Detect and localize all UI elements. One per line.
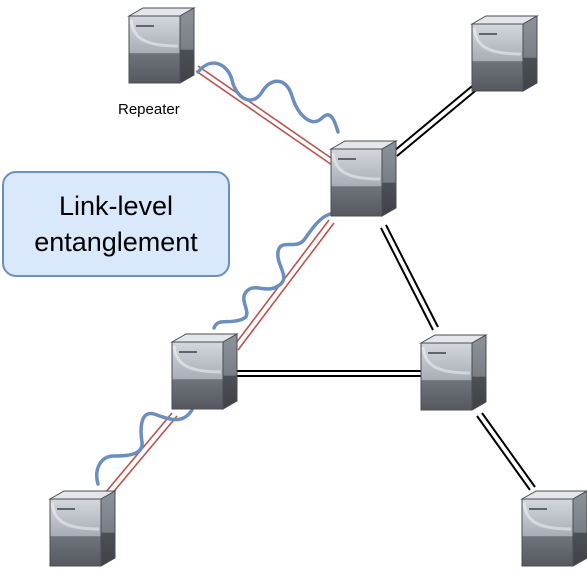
- quantum-link-center-midleft: [232, 219, 335, 351]
- server-icon: [419, 333, 488, 412]
- quantum-link-repeater-center: [195, 65, 335, 166]
- node-center[interactable]: [329, 139, 398, 218]
- server-icon: [127, 6, 196, 85]
- wave-repeater-center: [196, 61, 340, 134]
- callout-line-1: Link-level: [58, 191, 174, 221]
- classical-link-midleft-midright: [236, 370, 421, 377]
- node-mid-left[interactable]: [170, 332, 239, 411]
- entanglement-waves: [95, 61, 340, 486]
- server-icon: [170, 332, 239, 411]
- server-icon: [329, 139, 398, 218]
- repeater-top-left[interactable]: [127, 6, 196, 85]
- node-mid-right[interactable]: [419, 333, 488, 412]
- classical-link-midright-bottomright: [476, 412, 536, 491]
- node-bottom-right[interactable]: [520, 489, 587, 568]
- classical-link-center-midright: [380, 224, 439, 331]
- node-top-right[interactable]: [470, 14, 539, 93]
- wave-midleft-bottomleft: [95, 408, 194, 486]
- classical-links: [236, 81, 536, 491]
- server-icon: [48, 489, 117, 568]
- server-icon: [520, 489, 587, 568]
- server-icon: [470, 14, 539, 93]
- repeater-label: Repeater: [118, 101, 180, 118]
- callout-line-2: entanglement: [34, 227, 198, 257]
- wave-center-midleft: [212, 212, 332, 330]
- classical-link-center-topright: [393, 81, 481, 157]
- node-bottom-left[interactable]: [48, 489, 117, 568]
- entanglement-callout: Link-level entanglement: [2, 171, 230, 277]
